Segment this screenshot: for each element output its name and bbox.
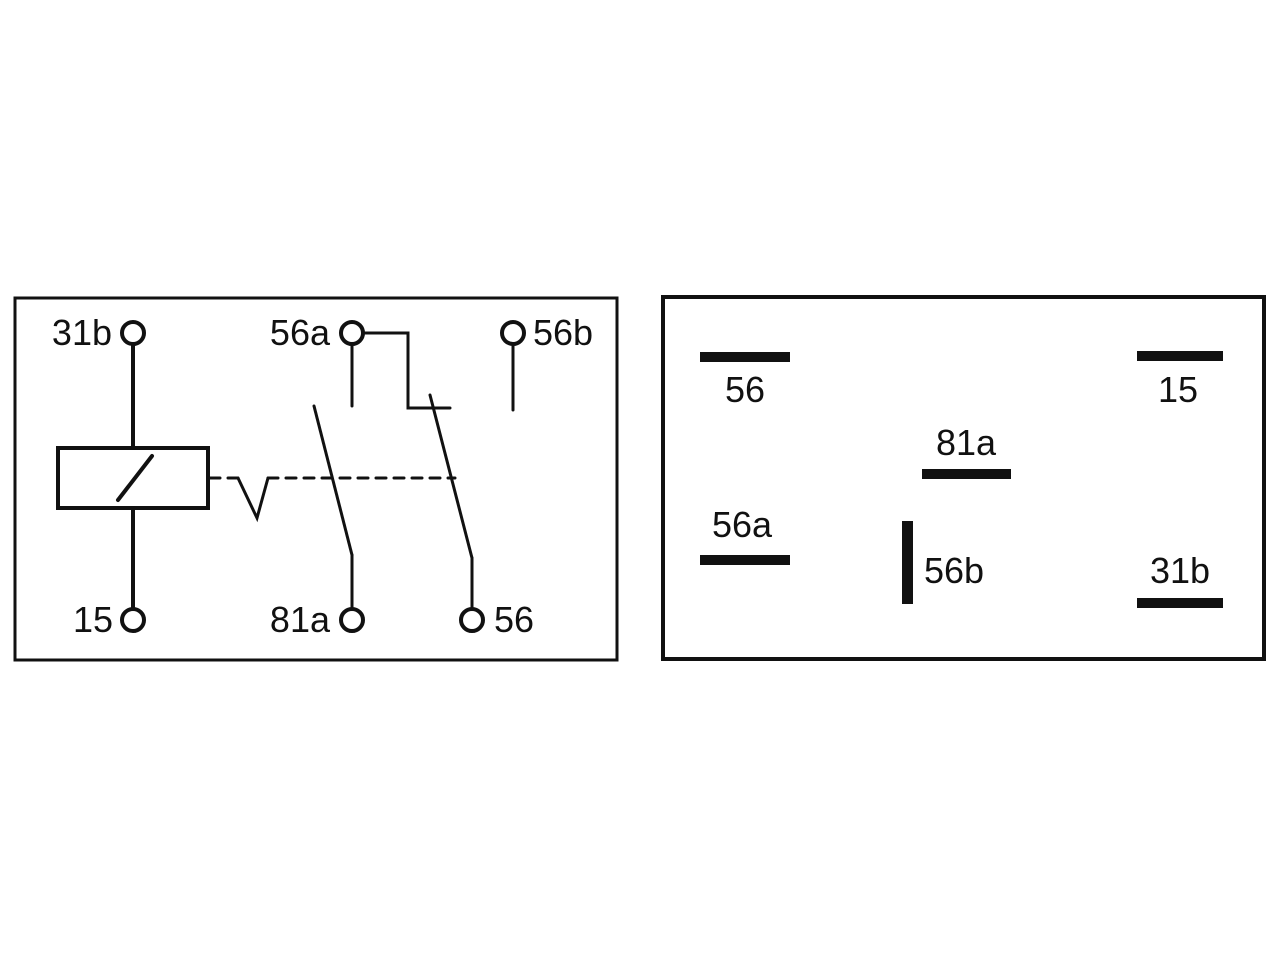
relay-schematic	[13, 296, 619, 662]
terminal-15-label: 15	[73, 599, 113, 640]
terminal-81a-label: 81a	[270, 599, 331, 640]
terminal-56b-label: 56b	[533, 312, 593, 353]
terminal-31b-circle	[120, 320, 146, 346]
pin-56-bar	[700, 352, 790, 362]
pin-56-label: 56	[725, 369, 765, 410]
terminal-56a-label: 56a	[270, 312, 331, 353]
pin-56b-label: 56b	[924, 550, 984, 591]
contact-56a-route	[363, 331, 452, 410]
terminal-81a-circle	[339, 607, 365, 633]
pin-81a-bar	[922, 469, 1011, 479]
pin-56b-bar	[902, 521, 913, 604]
pin-56a-bar	[700, 555, 790, 565]
terminal-56b-circle	[500, 320, 526, 346]
terminal-56-circle	[459, 607, 485, 633]
terminal-56a-circle	[339, 320, 365, 346]
switch-blade-81a	[312, 404, 354, 557]
pin-31b-bar	[1137, 598, 1223, 608]
pin-layout	[661, 295, 1266, 661]
pin-81a-label: 81a	[936, 422, 997, 463]
pin-layout-frame	[661, 295, 1266, 661]
pin-31b-label: 31b	[1150, 550, 1210, 591]
pin-56a-label: 56a	[712, 504, 773, 545]
terminal-56-label: 56	[494, 599, 534, 640]
pin-15-label: 15	[1158, 369, 1198, 410]
switch-blade-56	[428, 393, 474, 560]
terminal-31b-label: 31b	[52, 312, 112, 353]
pin-15-bar	[1137, 351, 1223, 361]
coil-slash	[116, 454, 154, 502]
schematic-frame	[13, 296, 619, 662]
terminal-15-circle	[120, 607, 146, 633]
delay-symbol	[236, 476, 270, 523]
